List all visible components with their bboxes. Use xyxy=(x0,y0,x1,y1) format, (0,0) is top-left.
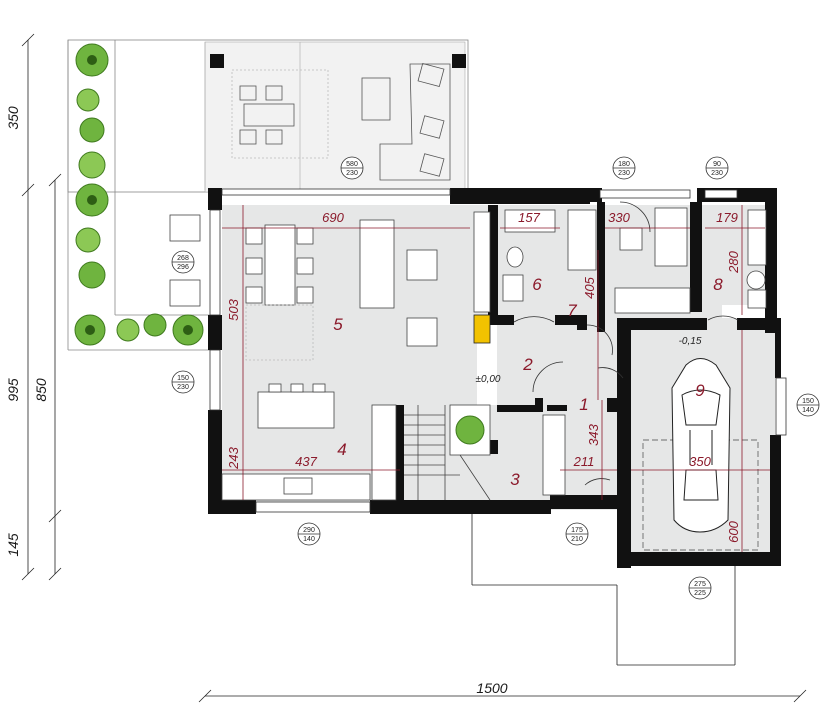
tag-150-right-bottom: 140 xyxy=(802,407,814,414)
room-number-6: 6 xyxy=(532,275,542,294)
room-number-8: 8 xyxy=(713,275,723,294)
room-number-7: 7 xyxy=(567,301,577,320)
tag-580-top: 580 xyxy=(346,161,358,168)
car-icon xyxy=(671,358,731,533)
tag-175-top: 175 xyxy=(571,527,583,534)
level-garage: -0,15 xyxy=(679,336,702,347)
dim-kitchen-width: 437 xyxy=(295,454,317,469)
room-number-2: 2 xyxy=(522,355,533,374)
sofa xyxy=(359,219,395,309)
left-dim-850: 850 xyxy=(33,378,49,402)
level-main: ±0,00 xyxy=(476,374,501,385)
tag-180-bottom: 230 xyxy=(618,170,630,177)
left-dim-145: 145 xyxy=(5,533,21,557)
dining-table xyxy=(264,224,296,306)
doors xyxy=(513,201,739,486)
tag-268-top: 268 xyxy=(177,255,189,262)
room-number-1: 1 xyxy=(579,395,588,414)
tag-175-bottom: 210 xyxy=(571,536,583,543)
outer-dimensions xyxy=(21,33,807,703)
tag-275-top: 275 xyxy=(694,581,706,588)
left-dim-995: 995 xyxy=(5,378,21,402)
left-dim-350: 350 xyxy=(5,106,21,130)
dim-hall-depth: 405 xyxy=(582,276,597,298)
inner-dimensions xyxy=(222,205,770,552)
windows xyxy=(209,188,787,513)
dim-kitchen-depth: 243 xyxy=(226,446,241,469)
tag-275-bottom: 225 xyxy=(694,590,706,597)
total-width-label: 1500 xyxy=(476,680,507,696)
tag-290-bottom: 140 xyxy=(303,536,315,543)
tag-90-bottom: 230 xyxy=(711,170,723,177)
tag-150-left-top: 150 xyxy=(177,375,189,382)
tag-150-left-bottom: 230 xyxy=(177,384,189,391)
staircase xyxy=(404,405,491,501)
dim-boiler-depth: 280 xyxy=(726,250,741,273)
terrace-furniture xyxy=(231,62,451,181)
dim-entry-depth: 343 xyxy=(586,423,601,445)
opening-tags xyxy=(171,156,820,600)
walls xyxy=(208,188,781,568)
room-number-3: 3 xyxy=(510,470,520,489)
room-number-5: 5 xyxy=(333,315,343,334)
furniture xyxy=(169,207,767,501)
kitchen-island xyxy=(257,391,335,429)
dim-garage-depth: 600 xyxy=(726,520,741,542)
room-number-9: 9 xyxy=(695,381,705,400)
dim-living-width: 690 xyxy=(322,210,344,225)
dim-living-depth: 503 xyxy=(226,298,241,320)
dim-entry-width: 211 xyxy=(573,454,595,469)
tag-150-right-top: 150 xyxy=(802,398,814,405)
planting-strip xyxy=(74,43,204,346)
dim-garage-width: 350 xyxy=(689,454,711,469)
tag-580-bottom: 230 xyxy=(346,170,358,177)
tag-268-bottom: 296 xyxy=(177,264,189,271)
plant-icon xyxy=(455,415,485,445)
tag-290-top: 290 xyxy=(303,527,315,534)
dim-boiler-width: 179 xyxy=(716,210,738,225)
dim-hall-width: 330 xyxy=(608,210,630,225)
dim-bath-width: 157 xyxy=(518,210,540,225)
tag-90-top: 90 xyxy=(713,161,721,168)
tag-180-top: 180 xyxy=(618,161,630,168)
room-number-4: 4 xyxy=(337,440,346,459)
